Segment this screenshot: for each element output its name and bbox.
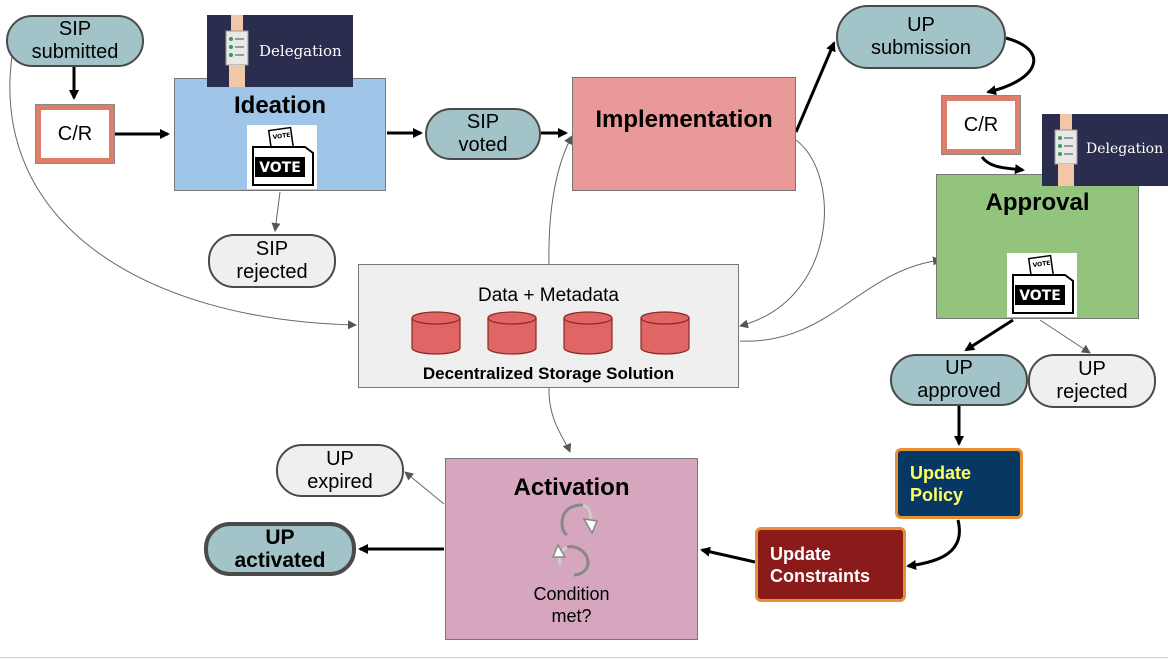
storage-title: Data + Metadata [477, 285, 619, 306]
arrow-constraints-to-activation [700, 546, 756, 564]
up-activated-node: UP activated [204, 522, 356, 576]
cr-right-node: C/R [941, 95, 1021, 155]
implementation-stage: Implementation [572, 77, 796, 191]
arrow-approval-to-upapproved [964, 318, 1014, 352]
sip-submitted-label: SIP submitted [31, 18, 119, 63]
up-expired-node: UP expired [276, 444, 404, 497]
up-rejected-node: UP rejected [1028, 354, 1156, 408]
delegation-label-right: Delegation [1086, 141, 1164, 157]
update-constraints-box: Update Constraints [755, 527, 906, 602]
up-approved-label: UP approved [917, 357, 1001, 402]
ideation-title: Ideation [233, 92, 326, 119]
arrow-sipsubmitted-to-storage [9, 55, 357, 330]
cr-left-label: C/R [57, 122, 93, 145]
update-policy-box: Update Policy [895, 448, 1023, 519]
arrow-cr-to-approval [980, 156, 1025, 175]
up-activated-label: UP activated [234, 526, 326, 572]
arrow-implementation-to-storage [739, 139, 825, 329]
ballot-box-icon: VOTE VOTE [1007, 253, 1077, 317]
approval-stage: Approval VOTE VOTE [936, 174, 1139, 319]
sip-rejected-node: SIP rejected [208, 234, 336, 288]
arrow-storage-to-approval [739, 256, 942, 342]
arrow-storage-to-implementation [548, 135, 573, 265]
update-constraints-label: Update Constraints [770, 543, 871, 586]
arrow-implementation-to-upsubmission [794, 41, 836, 133]
svg-text:VOTE: VOTE [259, 160, 301, 176]
condition-label: Condition met? [533, 584, 610, 626]
delegation-badge-right: Delegation [1042, 114, 1168, 186]
svg-text:VOTE: VOTE [272, 132, 291, 141]
hand-ballot-icon [1054, 114, 1078, 186]
cr-right-label: C/R [963, 113, 999, 136]
update-policy-label: Update Policy [910, 462, 972, 505]
bottom-divider [0, 657, 1168, 658]
arrow-policy-to-constraints [906, 519, 961, 570]
arrow-storage-to-activation [548, 387, 572, 453]
database-icon [640, 311, 690, 355]
svg-text:VOTE: VOTE [1019, 288, 1061, 304]
sip-voted-node: SIP voted [425, 108, 541, 160]
sip-rejected-label: SIP rejected [236, 238, 308, 283]
ideation-stage: Ideation VOTE VOTE [174, 78, 386, 191]
up-submission-label: UP submission [870, 14, 972, 59]
sip-submitted-node: SIP submitted [6, 15, 144, 67]
svg-text:VOTE: VOTE [1032, 260, 1051, 269]
refresh-cycle-icon [551, 503, 599, 577]
storage-caption: Decentralized Storage Solution [422, 364, 675, 383]
database-icon [563, 311, 613, 355]
activation-title: Activation [513, 474, 630, 501]
hand-ballot-icon [225, 15, 249, 87]
database-icon [411, 311, 461, 355]
arrow-ideation-to-siprejected [271, 191, 281, 232]
cr-left-node: C/R [35, 104, 115, 164]
arrow-approval-to-uprejected [1039, 319, 1091, 354]
up-expired-label: UP expired [307, 447, 373, 493]
up-submission-node: UP submission [836, 5, 1006, 69]
database-icon [487, 311, 537, 355]
up-rejected-label: UP rejected [1056, 358, 1128, 403]
arrow-activation-to-upexpired [404, 471, 445, 505]
storage-box: Data + Metadata Decentralized Storage So… [358, 264, 739, 388]
ballot-box-icon: VOTE VOTE [247, 125, 317, 189]
up-approved-node: UP approved [890, 354, 1028, 406]
arrow-upsubmission-to-cr [986, 36, 1036, 96]
activation-stage: Activation Condition met? [445, 458, 698, 640]
sip-voted-label: SIP voted [458, 111, 508, 156]
delegation-badge-left: Delegation [207, 15, 353, 87]
approval-title: Approval [985, 189, 1090, 216]
implementation-title: Implementation [595, 106, 773, 133]
delegation-label-left: Delegation [259, 42, 342, 60]
